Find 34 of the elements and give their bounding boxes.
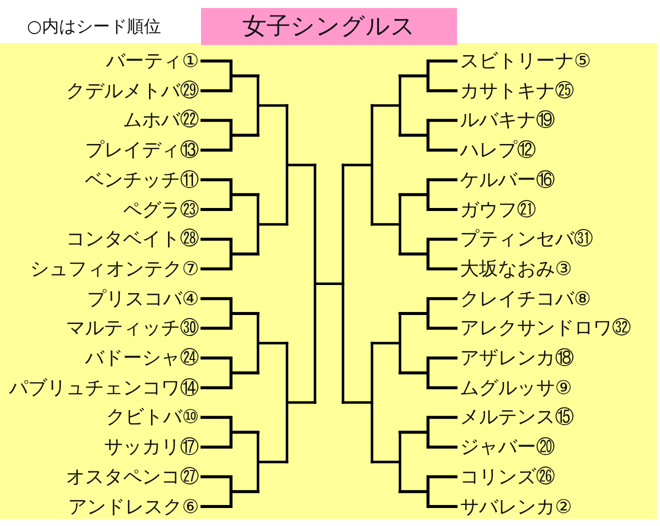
player-name: クデルメトバ㉙: [66, 80, 199, 102]
player-name: プティンセバ㉛: [460, 228, 593, 250]
player-name: マルティッチ㉚: [66, 317, 199, 340]
player-name: コンタベイト㉘: [66, 228, 199, 250]
player-name: オスタペンコ㉗: [66, 466, 199, 488]
player-name: シュフィオンテク⑦: [30, 258, 199, 280]
player-name: バドーシャ㉔: [85, 347, 199, 369]
player-name: ルバキナ⑲: [460, 109, 555, 132]
player-name: サッカリ⑰: [104, 436, 199, 458]
player-name: クビトバ⑩: [106, 406, 199, 428]
player-name: ムホバ㉒: [123, 109, 199, 132]
player-name: プレイディ⑬: [85, 139, 199, 162]
player-name: カサトキナ㉕: [460, 80, 574, 102]
player-name: ペグラ㉓: [123, 198, 199, 220]
player-name: パブリュチェンコワ⑭: [9, 376, 199, 399]
player-name: アンドレスク⑥: [68, 496, 199, 518]
player-name: ムグルッサ⑨: [460, 376, 572, 399]
player-name: ハレプ⑫: [460, 139, 536, 162]
title-banner: 女子シングルス: [201, 8, 457, 45]
player-name: メルテンス⑮: [460, 406, 574, 428]
player-name: サバレンカ②: [460, 496, 572, 518]
player-name: プリスコバ④: [86, 288, 199, 310]
note-text: ○内はシード順位: [27, 16, 161, 38]
player-name: ベンチッチ⑪: [85, 168, 199, 191]
player-name: アレクサンドロワ㉜: [460, 317, 631, 340]
player-name: スビトリーナ⑤: [460, 50, 592, 72]
player-name: クレイチコバ⑧: [460, 288, 592, 310]
player-name: アザレンカ⑱: [460, 347, 574, 369]
player-name: コリンズ㉖: [460, 466, 555, 488]
player-name: ガウフ㉑: [460, 198, 536, 220]
player-name: ケルバー⑯: [460, 168, 555, 191]
player-name: バーティ①: [106, 50, 199, 72]
player-name: 大坂なおみ③: [460, 258, 572, 280]
player-name: ジャバー⑳: [460, 436, 555, 458]
